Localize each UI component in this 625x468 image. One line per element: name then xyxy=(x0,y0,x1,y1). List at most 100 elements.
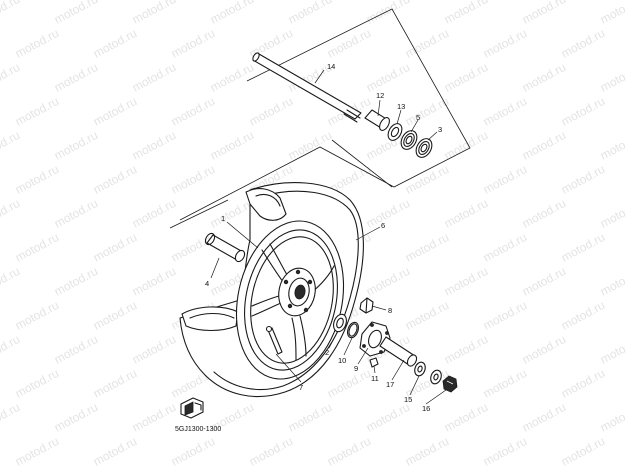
watermark-text: motod.ru xyxy=(130,196,178,231)
wheel-frame-bracket-right xyxy=(331,139,393,188)
watermark-text: motod.ru xyxy=(520,128,568,163)
watermark-text: motod.ru xyxy=(52,60,100,95)
watermark-text: motod.ru xyxy=(91,230,139,265)
watermark-text: motod.ru xyxy=(91,366,139,401)
watermark-text: motod.ru xyxy=(130,332,178,367)
bearing-outer xyxy=(415,138,433,158)
watermark-text: motod.ru xyxy=(247,434,295,468)
callout-11: 11 xyxy=(371,374,379,383)
watermark-text: motod.ru xyxy=(247,94,295,129)
watermark-text: motod.ru xyxy=(286,0,334,27)
watermark-text: motod.ru xyxy=(598,332,625,367)
callout-15: 15 xyxy=(404,395,412,404)
watermark-text: motod.ru xyxy=(598,60,625,95)
watermark-text: motod.ru xyxy=(13,26,61,61)
watermark-text: motod.ru xyxy=(52,196,100,231)
watermark-text: motod.ru xyxy=(403,162,451,197)
watermark-text: motod.ru xyxy=(364,60,412,95)
watermark-text: motod.ru xyxy=(598,0,625,27)
watermark-text: motod.ru xyxy=(208,0,256,27)
watermark-text: motod.ru xyxy=(520,332,568,367)
callout-9: 9 xyxy=(354,364,358,373)
watermark-text: motod.ru xyxy=(442,400,490,435)
watermark-text: motod.ru xyxy=(520,60,568,95)
watermark-text: motod.ru xyxy=(169,434,217,468)
axle-collar xyxy=(364,109,390,131)
watermark-text: motod.ru xyxy=(481,230,529,265)
watermark-text: motod.ru xyxy=(559,230,607,265)
o-ring xyxy=(347,321,359,339)
hub-bolt xyxy=(359,297,374,314)
front-direction-icon xyxy=(180,397,204,419)
watermark-text: motod.ru xyxy=(520,196,568,231)
watermark-text: motod.ru xyxy=(559,94,607,129)
watermark-text: motod.ru xyxy=(52,0,100,27)
callout-7: 7 xyxy=(299,383,303,392)
watermark-text: motod.ru xyxy=(0,196,22,231)
watermark-text: motod.ru xyxy=(442,332,490,367)
drive-collar xyxy=(379,336,418,367)
watermark-text: motod.ru xyxy=(481,366,529,401)
watermark-text: motod.ru xyxy=(52,128,100,163)
watermark-text: motod.ru xyxy=(403,94,451,129)
watermark-text: motod.ru xyxy=(559,434,607,468)
watermark-text: motod.ru xyxy=(169,230,217,265)
watermark-text: motod.ru xyxy=(0,0,22,27)
watermark-text: motod.ru xyxy=(13,230,61,265)
watermark-text: motod.ru xyxy=(559,26,607,61)
callout-10: 10 xyxy=(338,356,346,365)
watermark-text: motod.ru xyxy=(598,400,625,435)
watermark-text: motod.ru xyxy=(13,366,61,401)
diagram-code: 5GJ1300-1300 xyxy=(175,426,221,433)
watermark-text: motod.ru xyxy=(91,434,139,468)
watermark-text: motod.ru xyxy=(403,230,451,265)
tire-valve xyxy=(265,325,283,355)
watermark-text: motod.ru xyxy=(520,0,568,27)
watermark-text: motod.ru xyxy=(442,0,490,27)
watermark-text: motod.ru xyxy=(364,196,412,231)
watermark-text: motod.ru xyxy=(91,162,139,197)
watermark-text: motod.ru xyxy=(325,26,373,61)
wheel-frame-bracket xyxy=(169,199,229,229)
callout-14: 14 xyxy=(327,62,335,71)
watermark-text: motod.ru xyxy=(169,94,217,129)
watermark-text: motod.ru xyxy=(481,26,529,61)
watermark-text: motod.ru xyxy=(91,94,139,129)
watermark-text: motod.ru xyxy=(0,264,22,299)
watermark-text: motod.ru xyxy=(442,60,490,95)
watermark-text: motod.ru xyxy=(520,264,568,299)
watermark-text: motod.ru xyxy=(442,128,490,163)
callout-6: 6 xyxy=(381,221,385,230)
oil-seal xyxy=(387,123,403,141)
callout-5: 5 xyxy=(416,113,420,122)
bearing-upper xyxy=(400,130,418,150)
watermark-text: motod.ru xyxy=(442,196,490,231)
watermark-text: motod.ru xyxy=(13,434,61,468)
watermark-text: motod.ru xyxy=(52,400,100,435)
watermark-text: motod.ru xyxy=(208,128,256,163)
watermark-text: motod.ru xyxy=(91,298,139,333)
watermark-text: motod.ru xyxy=(52,332,100,367)
callout-8: 8 xyxy=(388,306,392,315)
callout-12: 12 xyxy=(376,91,384,100)
watermark-text: motod.ru xyxy=(13,162,61,197)
watermark-text: motod.ru xyxy=(364,264,412,299)
watermark-text: motod.ru xyxy=(364,400,412,435)
axle-nut xyxy=(442,375,458,393)
callout-13: 13 xyxy=(397,102,405,111)
watermark-text: motod.ru xyxy=(481,162,529,197)
watermark-text: motod.ru xyxy=(130,128,178,163)
watermark-text: motod.ru xyxy=(403,26,451,61)
watermark-text: motod.ru xyxy=(364,0,412,27)
callout-1: 1 xyxy=(221,214,225,223)
watermark-text: motod.ru xyxy=(0,128,22,163)
watermark-text: motod.ru xyxy=(481,298,529,333)
callout-17: 17 xyxy=(386,380,394,389)
watermark-text: motod.ru xyxy=(169,26,217,61)
watermark-text: motod.ru xyxy=(0,400,22,435)
callout-labels: 1 2 3 4 5 6 7 8 9 10 11 12 13 14 15 16 1… xyxy=(205,62,442,413)
watermark-text: motod.ru xyxy=(403,298,451,333)
watermark-text: motod.ru xyxy=(403,434,451,468)
watermark-text: motod.ru xyxy=(598,196,625,231)
